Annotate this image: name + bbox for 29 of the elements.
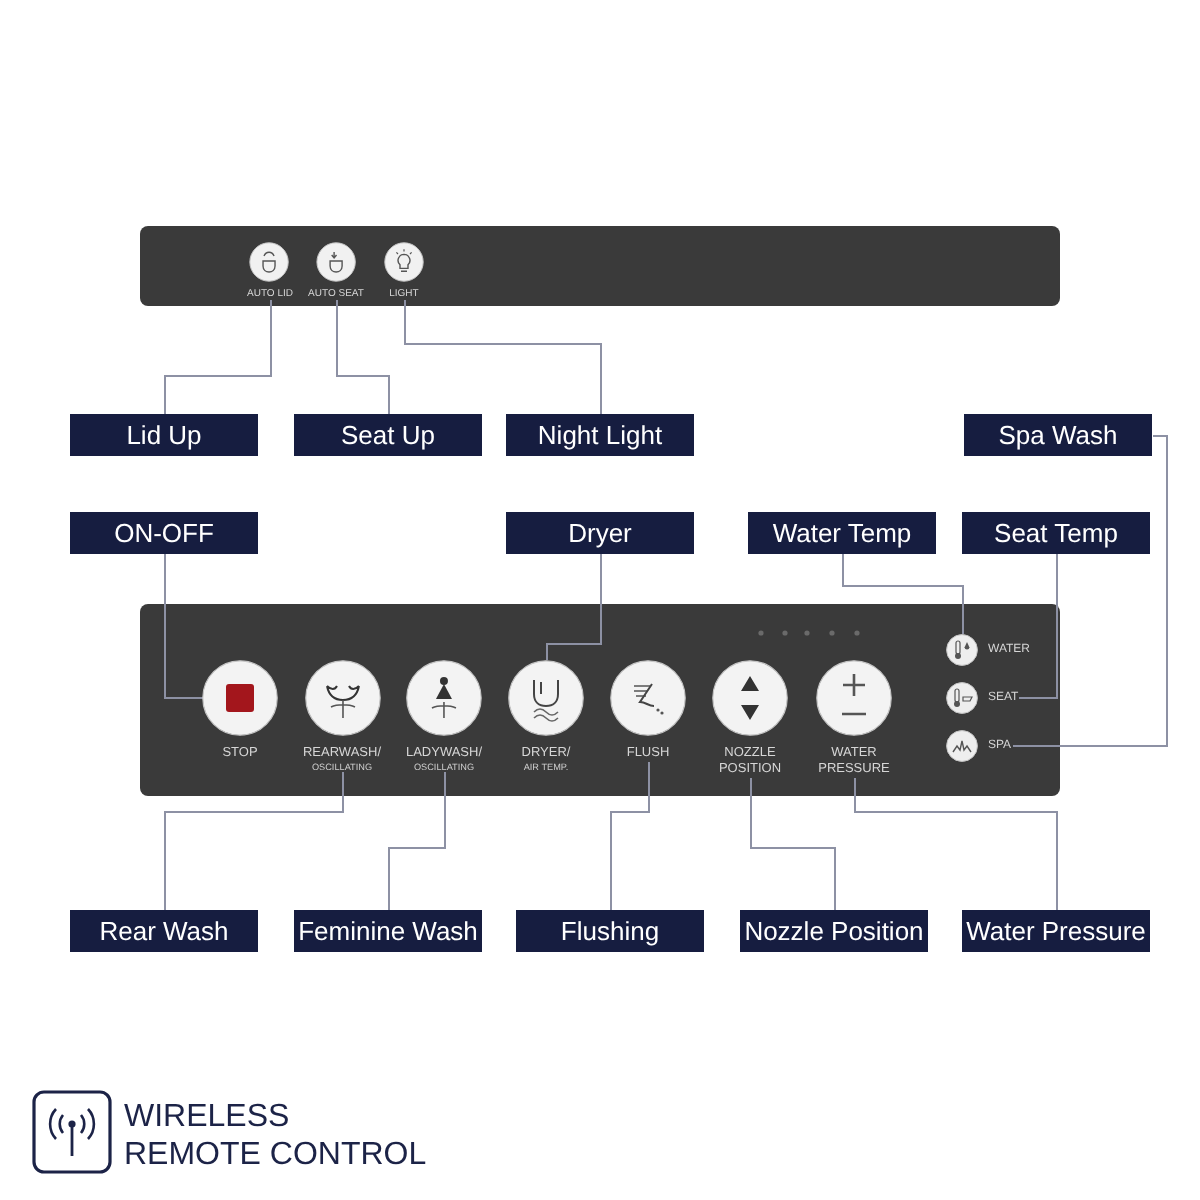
leader-line	[610, 761, 650, 911]
callout-label: Night Light	[506, 414, 694, 456]
callout-label: Rear Wash	[70, 910, 258, 952]
leader-line	[750, 777, 836, 911]
callout-label: Spa Wash	[964, 414, 1152, 456]
leader-line	[336, 299, 390, 415]
leader-line	[1012, 435, 1168, 747]
leader-line	[842, 553, 964, 635]
callout-label: Nozzle Position	[740, 910, 928, 952]
leader-line	[404, 299, 602, 415]
leader-line	[854, 777, 1058, 911]
leader-line	[546, 553, 602, 661]
callout-label: Water Pressure	[962, 910, 1150, 952]
callout-label: Seat Temp	[962, 512, 1150, 554]
remote-panel	[140, 604, 1060, 796]
leader-line	[164, 771, 344, 911]
callout-label: Feminine Wash	[294, 910, 482, 952]
leader-line	[1018, 553, 1058, 699]
callout-label: Dryer	[506, 512, 694, 554]
callout-label: ON-OFF	[70, 512, 258, 554]
leader-line	[388, 771, 446, 911]
remote-bar	[140, 226, 1060, 306]
callout-label: Seat Up	[294, 414, 482, 456]
callout-label: Lid Up	[70, 414, 258, 456]
title: WIRELESS REMOTE CONTROL	[124, 1098, 429, 1174]
leader-line	[164, 553, 204, 699]
callout-label: Flushing	[516, 910, 704, 952]
leader-line	[164, 299, 272, 415]
callout-label: Water Temp	[748, 512, 936, 554]
